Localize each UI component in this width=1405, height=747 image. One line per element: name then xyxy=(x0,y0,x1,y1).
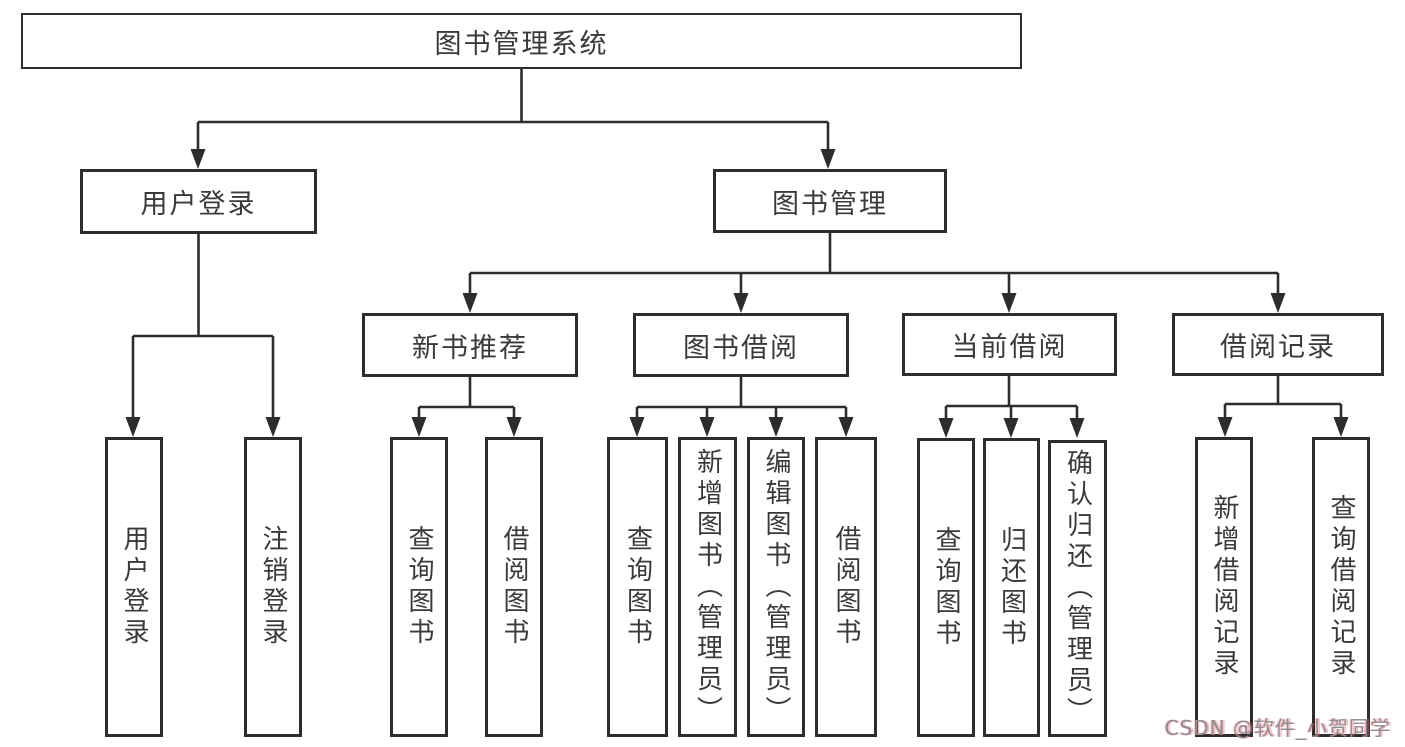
node-leaf-confirm-return-admin: 确认归还（管理员） xyxy=(1048,440,1107,737)
node-label: 图书借阅 xyxy=(683,332,799,364)
node-label: 用户登录 xyxy=(119,525,149,649)
node-label: 借阅图书 xyxy=(499,525,529,649)
node-leaf-borrow-books-1: 借阅图书 xyxy=(485,437,543,737)
csdn-watermark: CSDN @软件_小贺同学 xyxy=(1164,716,1391,740)
node-leaf-user-login: 用户登录 xyxy=(105,437,163,737)
node-label: 用户登录 xyxy=(140,189,257,220)
node-leaf-return-books: 归还图书 xyxy=(983,438,1040,737)
node-label: 查询图书 xyxy=(931,525,961,650)
node-leaf-query-books-1: 查询图书 xyxy=(390,437,448,737)
node-label: 归还图书 xyxy=(996,525,1027,650)
node-leaf-edit-book-admin: 编辑图书（管理员） xyxy=(747,437,805,737)
node-leaf-borrow-books-2: 借阅图书 xyxy=(815,437,877,737)
node-label: 注销登录 xyxy=(258,525,288,649)
node-leaf-query-books-2: 查询图书 xyxy=(607,437,668,737)
node-library-management-system: 图书管理系统 xyxy=(21,13,1022,69)
node-label: 借阅图书 xyxy=(831,525,861,649)
node-label: 图书管理系统 xyxy=(434,28,609,60)
node-label: 编辑图书（管理员） xyxy=(761,447,791,727)
node-user-login: 用户登录 xyxy=(80,169,317,234)
node-label: 新增借阅记录 xyxy=(1209,494,1239,680)
node-book-management: 图书管理 xyxy=(713,169,947,233)
node-label: 新增图书（管理员） xyxy=(692,447,723,727)
node-leaf-add-borrow-record: 新增借阅记录 xyxy=(1195,437,1253,737)
node-label: 查询图书 xyxy=(622,525,653,649)
node-current-borrowing: 当前借阅 xyxy=(902,313,1117,376)
node-leaf-add-book-admin: 新增图书（管理员） xyxy=(678,437,737,737)
node-label: 图书管理 xyxy=(772,188,888,220)
node-label: 新书推荐 xyxy=(412,332,528,364)
node-label: 当前借阅 xyxy=(951,332,1068,363)
node-leaf-query-books-3: 查询图书 xyxy=(917,438,975,737)
node-borrowing-records: 借阅记录 xyxy=(1172,313,1384,376)
node-label: 查询图书 xyxy=(404,525,434,649)
node-label: 借阅记录 xyxy=(1220,332,1336,363)
node-book-borrowing: 图书借阅 xyxy=(633,313,849,377)
node-label: 确认归还（管理员） xyxy=(1062,449,1093,728)
node-leaf-logout: 注销登录 xyxy=(244,437,302,737)
node-leaf-query-borrow-record: 查询借阅记录 xyxy=(1312,437,1370,737)
node-label: 查询借阅记录 xyxy=(1326,494,1356,680)
node-new-book-recommendation: 新书推荐 xyxy=(362,313,578,377)
